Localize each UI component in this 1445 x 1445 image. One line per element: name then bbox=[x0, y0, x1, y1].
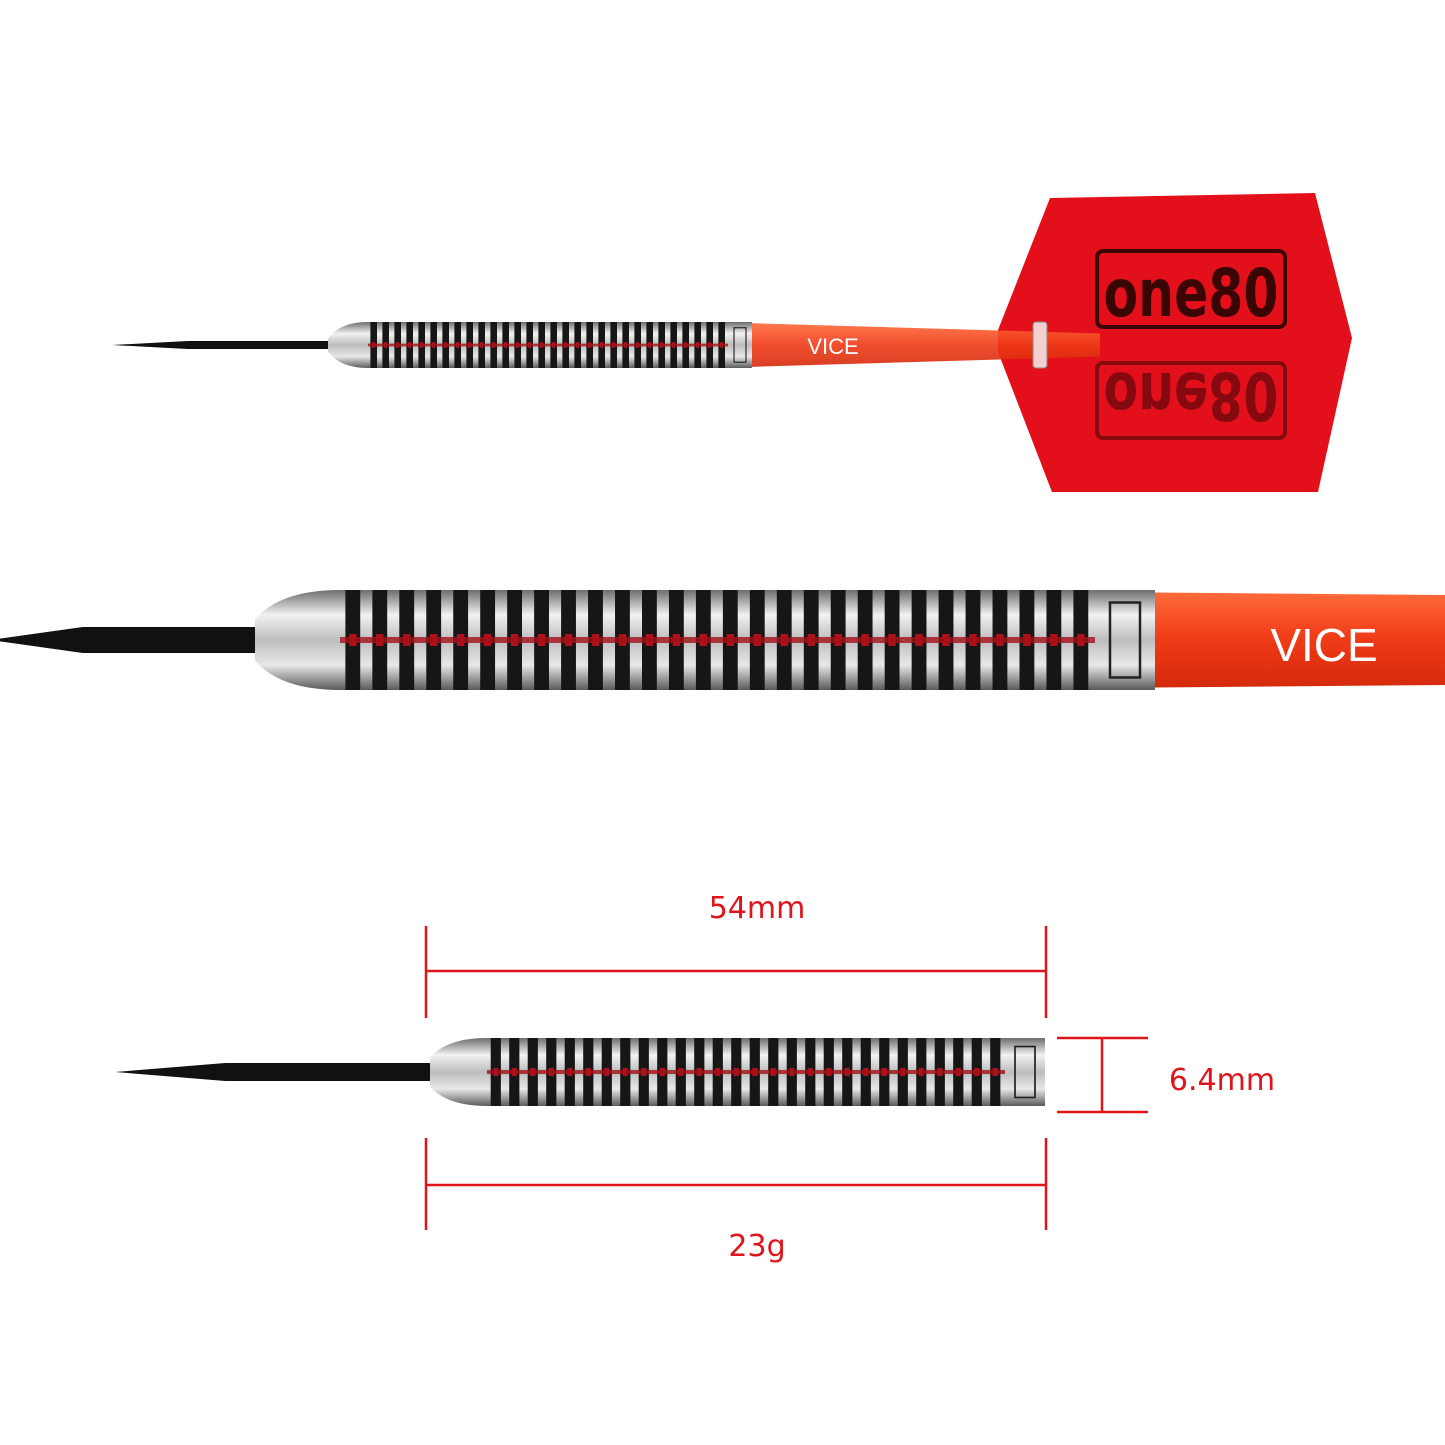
barrel-red-line bbox=[487, 1069, 1005, 1075]
steel-point bbox=[115, 1063, 430, 1081]
nose-cone bbox=[255, 590, 340, 690]
shaft-logo: VICE bbox=[807, 334, 858, 359]
barrel-red-line bbox=[340, 637, 1095, 643]
flight-logo-box bbox=[1095, 249, 1287, 329]
full-dart-with-flight: one80 one80 VICE bbox=[112, 193, 1352, 492]
barrel-end-ring bbox=[1005, 1038, 1045, 1106]
barrel-end-ring bbox=[728, 322, 752, 368]
shaft bbox=[752, 323, 1100, 367]
barrel-with-dimensions bbox=[115, 1038, 1045, 1106]
dimension-length bbox=[424, 926, 1048, 1018]
flight-logo-box-mirrored bbox=[1095, 361, 1287, 440]
steel-point bbox=[112, 341, 328, 349]
barrel-red-line bbox=[368, 343, 728, 347]
nose-cone bbox=[328, 322, 368, 368]
dimension-weight bbox=[424, 1138, 1048, 1230]
dimension-diameter bbox=[1057, 1036, 1148, 1114]
engraved-logo-icon bbox=[1108, 601, 1142, 679]
steel-point bbox=[0, 627, 255, 653]
weight-label: 23g bbox=[728, 1229, 785, 1264]
length-label: 54mm bbox=[709, 891, 806, 926]
barrel-end-ring bbox=[1095, 590, 1155, 690]
diameter-label: 6.4mm bbox=[1169, 1063, 1275, 1098]
shaft-logo-large: VICE bbox=[1270, 619, 1377, 671]
barrel-closeup: VICE bbox=[0, 590, 1445, 690]
flight-logo: one80 bbox=[1104, 255, 1279, 332]
nose-cone bbox=[430, 1038, 487, 1106]
engraved-logo-icon bbox=[733, 327, 747, 363]
flight-logo-mirrored: one80 bbox=[1104, 357, 1279, 434]
flight bbox=[998, 193, 1352, 492]
shaft-ring bbox=[1032, 321, 1048, 369]
shaft bbox=[1155, 592, 1445, 688]
engraved-logo-icon bbox=[1014, 1045, 1036, 1099]
